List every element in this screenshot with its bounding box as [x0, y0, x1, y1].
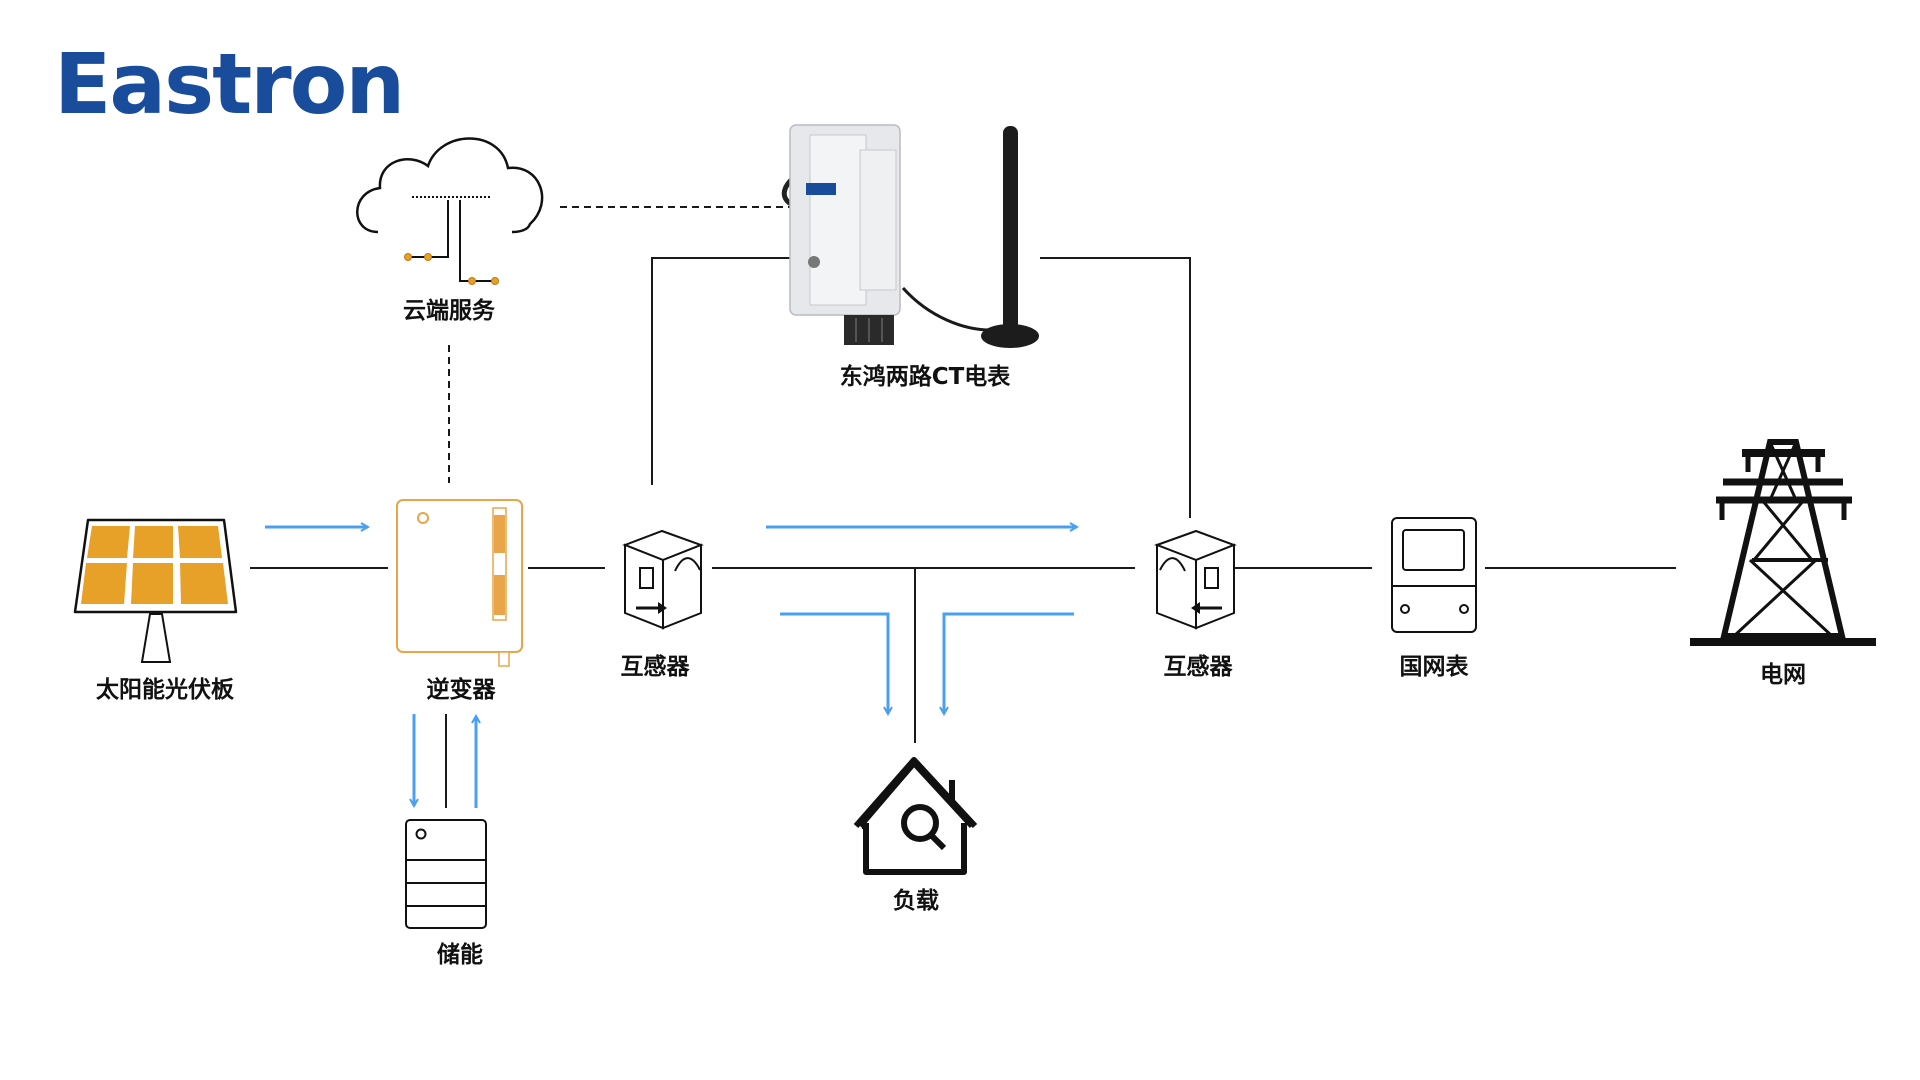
current-transformer-icon-right [1154, 529, 1237, 630]
energy-flow-arrows [265, 527, 1077, 808]
brand-logo: Eastron [54, 35, 403, 133]
cloud-label: 云端服务 [403, 298, 496, 324]
transmission-tower-icon [1690, 439, 1876, 646]
solar-panel-icon [73, 518, 238, 663]
grid-label: 电网 [1760, 662, 1806, 688]
inverter-label: 逆变器 [427, 676, 497, 703]
ct-right-label: 互感器 [1164, 653, 1234, 680]
utility-meter-icon [1391, 517, 1477, 633]
wiring [250, 257, 1676, 808]
current-transformer-icon-left [622, 529, 704, 630]
storage-label: 储能 [437, 941, 483, 968]
meter-label: 东鸿两路CT电表 [840, 363, 1012, 390]
solar-label: 太阳能光伏板 [96, 676, 235, 703]
grid-meter-label: 国网表 [1400, 654, 1470, 680]
load-label: 负载 [893, 888, 939, 914]
antenna-icon [901, 126, 1039, 348]
battery-storage-icon [405, 819, 487, 929]
cloud-service-icon [356, 137, 544, 285]
ct-left-label: 互感器 [621, 653, 691, 680]
house-search-icon [853, 757, 978, 875]
inverter-icon [396, 499, 523, 667]
two-ct-meter-icon [781, 124, 901, 345]
communication-links [448, 206, 790, 483]
